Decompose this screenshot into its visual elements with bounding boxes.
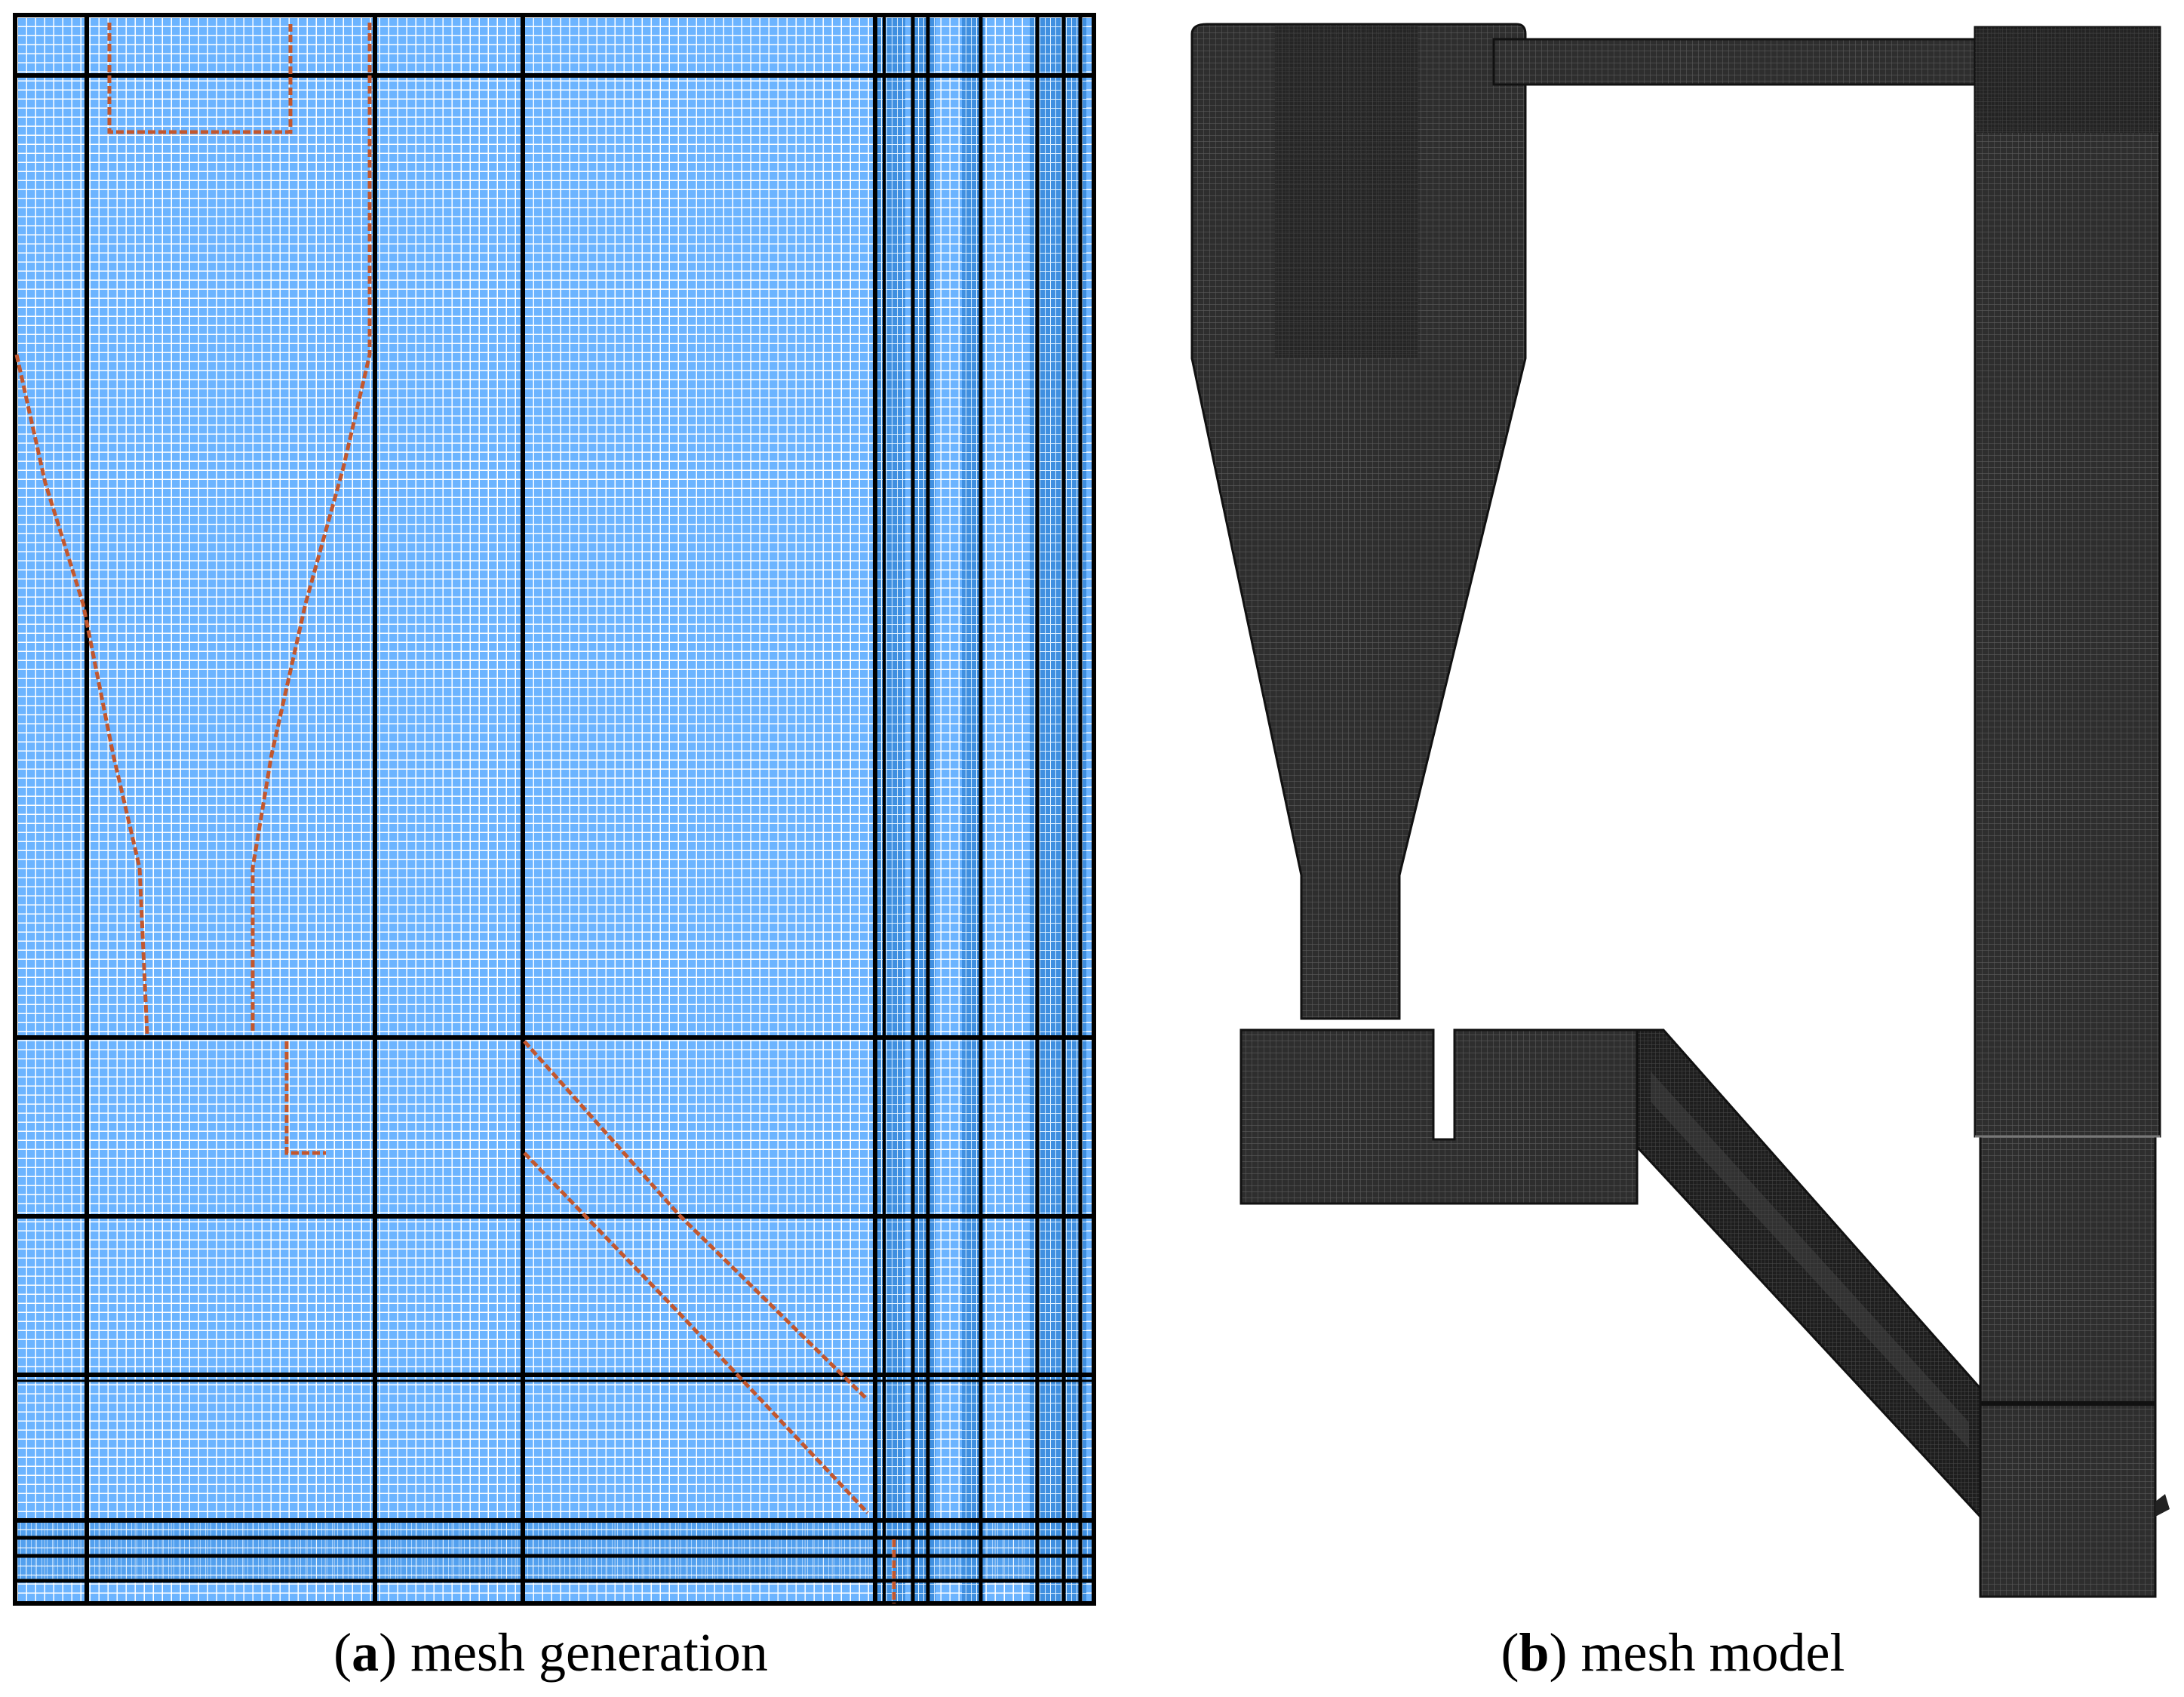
geometry-edges — [14, 23, 896, 1603]
caption-text-b: mesh model — [1567, 1622, 1845, 1683]
dense-mesh-band — [913, 15, 935, 1603]
crossover-duct — [1492, 38, 1989, 86]
dense-mesh-band — [875, 15, 905, 1603]
caption-letter-a: a — [352, 1622, 379, 1683]
block-boundaries — [13, 13, 1096, 1606]
caption-letter-b: b — [1519, 1622, 1550, 1683]
dense-mesh-band — [15, 1520, 1094, 1581]
riser-lower — [1979, 1135, 2157, 1598]
mesh-generation-panel — [13, 13, 1096, 1606]
mesh-model-panel — [1190, 23, 2170, 1598]
riser-outlet-stub — [2155, 1494, 2170, 1517]
cyclone-cylinder-dense — [1275, 26, 1418, 358]
caption-mesh-model: (b) mesh model — [1501, 1622, 1845, 1683]
riser — [1974, 26, 2161, 1138]
return-leg-inner — [1651, 1071, 1969, 1449]
loop-seal — [1239, 1028, 1639, 1205]
riser-top-dense — [1975, 27, 2160, 133]
caption-text-a: mesh generation — [397, 1622, 768, 1683]
caption-mesh-generation: (a) mesh generation — [333, 1622, 768, 1683]
